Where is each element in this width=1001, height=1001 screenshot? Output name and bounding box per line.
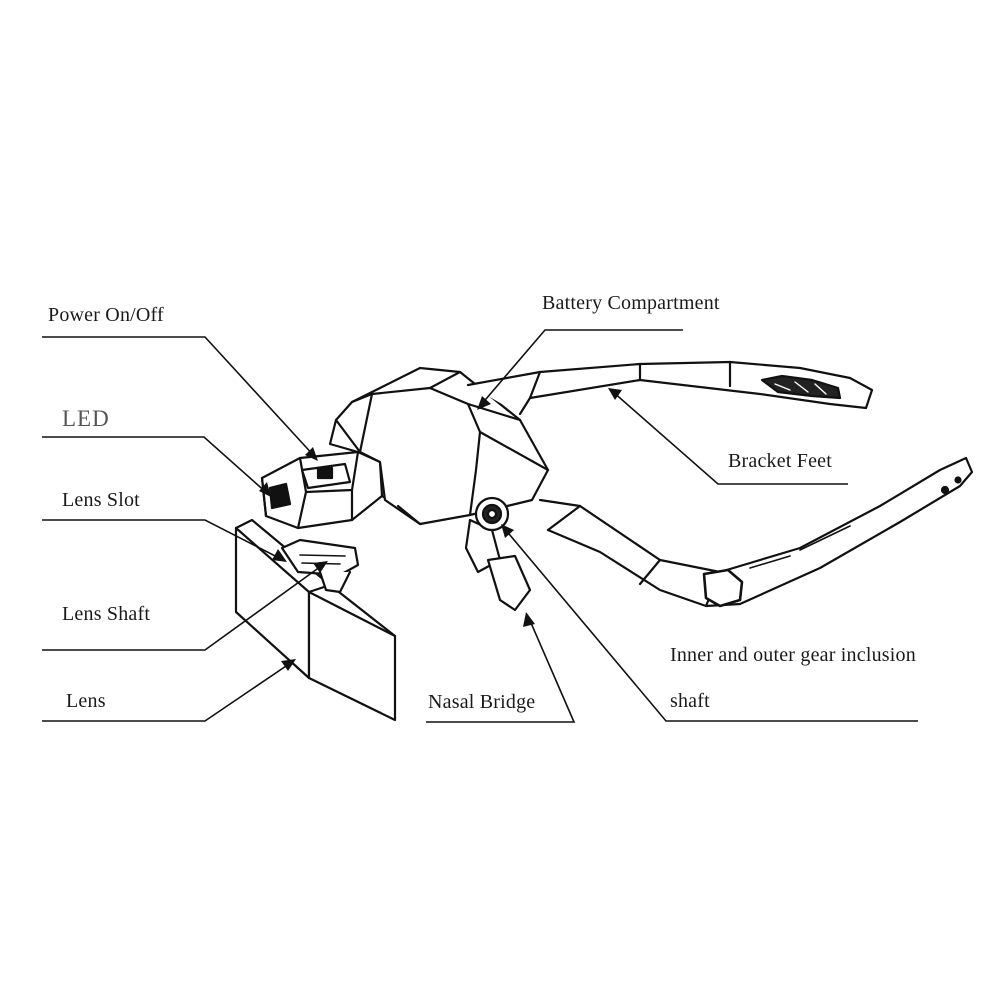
leader-battery — [479, 329, 683, 407]
battery-compartment-body — [328, 366, 550, 526]
arrowhead-nasal — [523, 612, 535, 627]
arrowhead-lens-shaft — [313, 561, 328, 573]
label-lens-slot: Lens Slot — [62, 489, 140, 511]
nasal-bridge — [464, 518, 532, 612]
label-led: LED — [62, 406, 110, 431]
label-nasal-bridge: Nasal Bridge — [428, 691, 536, 713]
bracket-foot-side — [538, 456, 974, 608]
leader-gear — [503, 527, 918, 722]
arrow-heads — [259, 388, 622, 671]
leader-led — [42, 436, 269, 495]
led-head-module — [260, 450, 402, 530]
leader-nasal — [426, 615, 576, 723]
lens-shaft-hardware — [280, 538, 360, 594]
arrowhead-lens — [281, 659, 296, 671]
arrowhead-gear — [501, 524, 514, 538]
leader-lens-shaft — [42, 563, 325, 651]
leader-bracket — [611, 390, 848, 485]
bracket-foot-top — [466, 360, 874, 416]
gear-shaft — [474, 496, 510, 532]
label-gear-shaft-line1: Inner and outer gear inclusion — [670, 644, 916, 666]
leader-lines — [42, 329, 918, 723]
label-lens-shaft: Lens Shaft — [62, 603, 151, 625]
label-gear-shaft-line2: shaft — [670, 690, 710, 712]
label-power-on-off: Power On/Off — [48, 304, 164, 326]
leader-lens — [42, 661, 293, 722]
label-battery-compartment: Battery Compartment — [542, 292, 720, 314]
label-lens: Lens — [66, 690, 106, 712]
arrowhead-lens-slot — [272, 549, 287, 562]
lens-plate — [234, 518, 397, 722]
arrowhead-battery — [477, 396, 491, 410]
leader-lens-slot — [42, 519, 284, 561]
arrowhead-led — [259, 482, 271, 497]
label-bracket-feet: Bracket Feet — [728, 450, 833, 472]
arrowhead-bracket — [608, 388, 622, 400]
arrowhead-power — [305, 447, 318, 461]
leader-power — [42, 336, 317, 459]
